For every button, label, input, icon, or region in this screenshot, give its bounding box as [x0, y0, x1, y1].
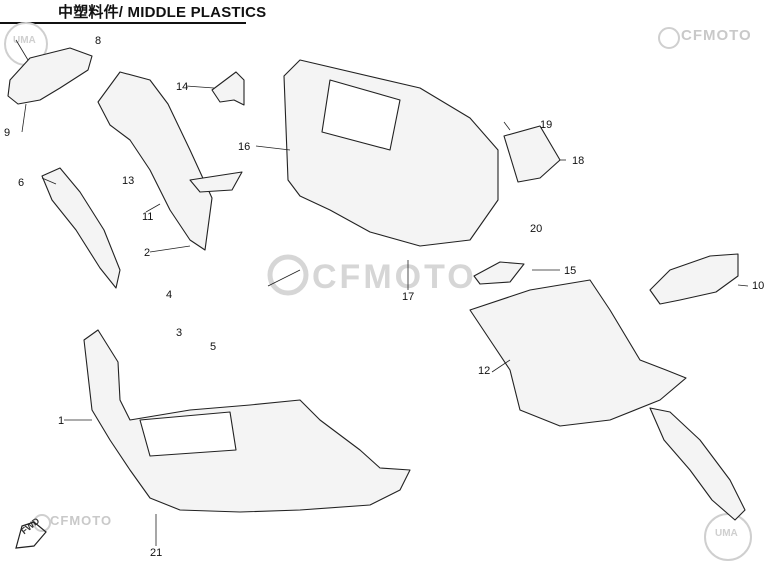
callout-5: 5: [210, 341, 216, 353]
part-6-strip: [41, 167, 121, 289]
part-11-foot: [189, 171, 243, 193]
part-lower-right-strip: [649, 407, 746, 521]
part-1-floor-pan: [83, 329, 411, 513]
part-18-plate: [503, 125, 561, 183]
cfmoto-logo-top-right: CFMOTO: [681, 27, 752, 44]
callout-19: 19: [540, 119, 552, 131]
callout-2: 2: [144, 247, 150, 259]
callout-16: 16: [238, 141, 250, 153]
callout-11: 11: [142, 211, 153, 223]
callout-8: 8: [95, 35, 101, 47]
callout-3: 3: [176, 327, 182, 339]
page-title: 中塑料件/ MIDDLE PLASTICS: [58, 4, 267, 21]
callout-labels: 1 2 3 4 5 6 8 9 10 11 12 13 14 15 16 17 …: [4, 35, 764, 559]
part-10-cover: [649, 253, 739, 305]
callout-4: 4: [166, 289, 172, 301]
callout-14: 14: [176, 81, 188, 93]
callout-9: 9: [4, 127, 10, 139]
center-watermark: CFMOTO: [267, 254, 477, 296]
cfmoto-logo-top-right-mark: [658, 27, 680, 49]
callout-13: 13: [122, 175, 134, 187]
callout-10: 10: [752, 280, 764, 292]
cfmoto-logo-bottom-left: CFMOTO: [50, 513, 113, 528]
callout-15: 15: [564, 265, 576, 277]
callout-1: 1: [58, 415, 64, 427]
part-16-console: [283, 59, 499, 247]
callout-17: 17: [402, 291, 414, 303]
part-1-mat: [139, 411, 237, 457]
uma-logo-bottom-right-text: UMA: [715, 528, 738, 539]
callout-6: 6: [18, 177, 24, 189]
part-9-cover: [7, 47, 93, 105]
callout-21: 21: [150, 547, 162, 559]
part-11-side-panel: [97, 71, 213, 251]
part-16-console-slot: [321, 79, 401, 151]
cfmoto-logo-bottom-left-mark: [33, 514, 51, 532]
title-underline: [0, 22, 246, 24]
callout-12: 12: [478, 365, 490, 377]
center-watermark-text: CFMOTO: [312, 258, 477, 296]
part-14-bracket: [211, 71, 245, 106]
fwd-arrow: [15, 521, 47, 549]
part-12-panel: [469, 279, 687, 427]
callout-18: 18: [572, 155, 584, 167]
uma-logo-top-left-text: UMA: [13, 35, 36, 46]
part-15-handle: [473, 261, 525, 285]
callout-20: 20: [530, 223, 542, 235]
